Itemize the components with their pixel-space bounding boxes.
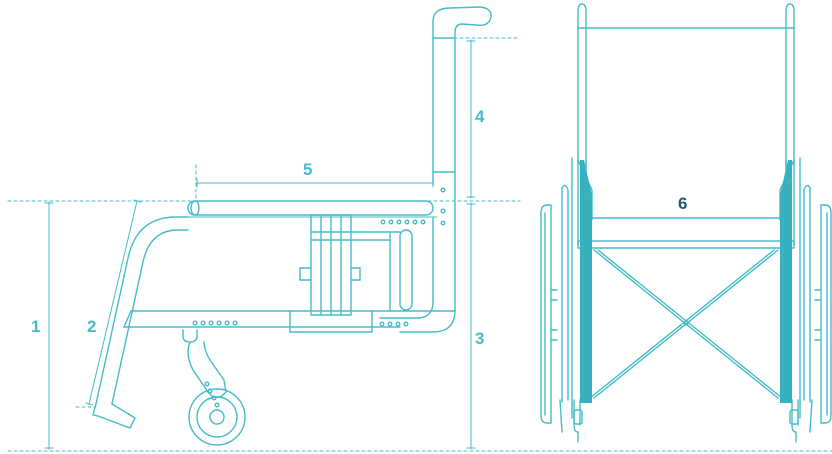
dimension-1-line	[44, 201, 54, 450]
label-6: 6	[678, 194, 687, 213]
caster-wheel	[182, 329, 246, 446]
label-2: 2	[87, 317, 96, 336]
side-view	[7, 6, 832, 452]
label-1: 1	[31, 317, 40, 336]
dimension-2-line	[85, 199, 142, 406]
folding-mechanism	[299, 214, 413, 316]
front-casters	[559, 399, 813, 443]
rear-wheels	[540, 204, 832, 424]
hand-rims	[561, 184, 811, 403]
front-seat	[577, 217, 795, 249]
reference-lines	[7, 37, 832, 452]
push-handle	[432, 6, 492, 226]
backrest-posts	[577, 3, 795, 166]
dimension-4-line	[466, 39, 476, 199]
dimension-labels: 1 2 3 4 5 6	[31, 107, 687, 348]
cross-brace	[589, 249, 783, 399]
dimension-3-line	[466, 202, 476, 450]
label-4: 4	[475, 107, 485, 126]
label-5: 5	[303, 160, 312, 179]
front-side-accent-bars	[580, 160, 792, 403]
label-3: 3	[475, 329, 484, 348]
main-frame	[92, 194, 456, 429]
dimension-5-line	[196, 178, 434, 188]
